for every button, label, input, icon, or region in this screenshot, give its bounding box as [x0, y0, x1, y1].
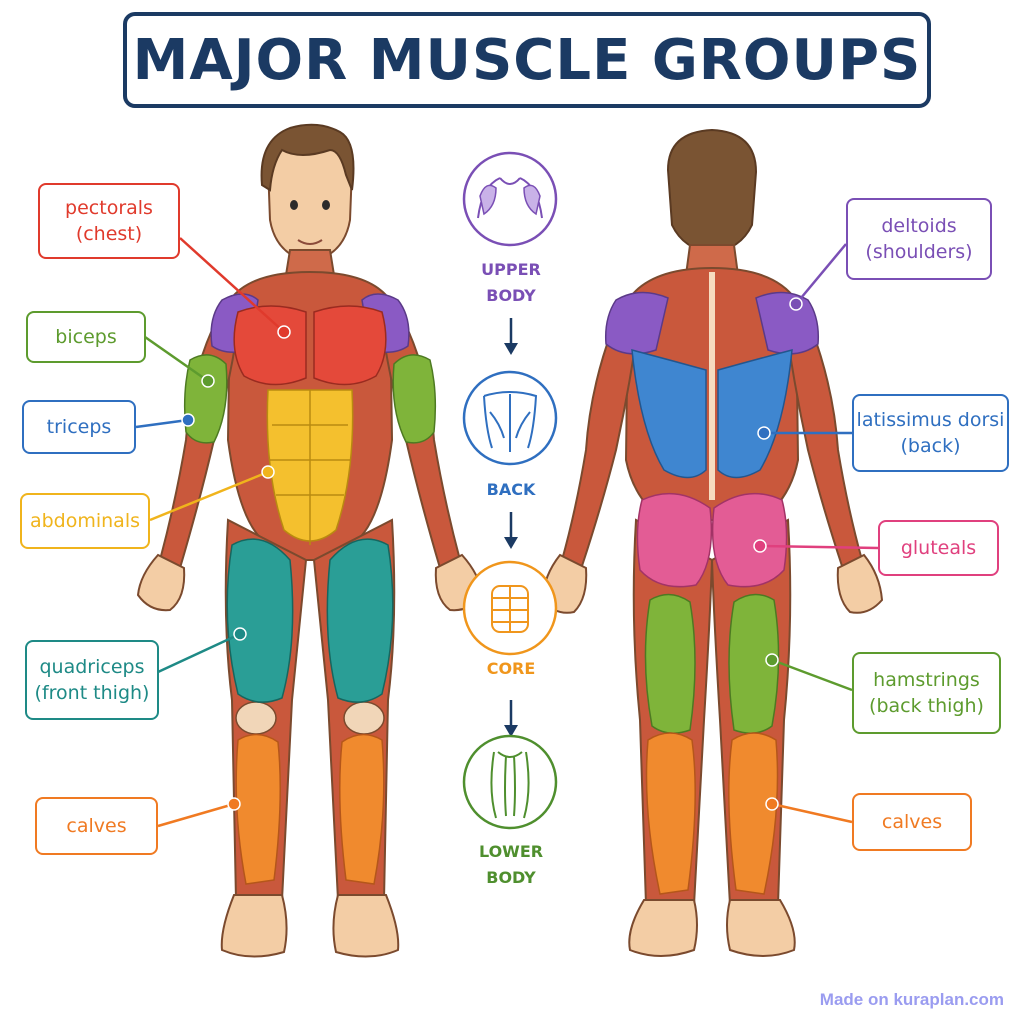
label-biceps: biceps — [26, 311, 146, 363]
flow-icons — [462, 151, 558, 830]
legs-icon — [462, 734, 558, 830]
label-text: gluteals — [900, 537, 977, 559]
flow-label-line: BACK — [486, 480, 536, 499]
calves-front-left — [235, 733, 281, 885]
label-deltoids: deltoids (shoulders) — [846, 198, 992, 280]
flow-label-line: BODY — [486, 868, 536, 887]
page-title: MAJOR MUSCLE GROUPS — [132, 27, 922, 93]
biceps-right — [392, 354, 437, 444]
label-subtext: (back) — [900, 435, 961, 457]
back-figure — [540, 128, 884, 957]
title-banner: MAJOR MUSCLE GROUPS — [123, 12, 931, 108]
arrow-down-icon — [504, 700, 518, 737]
arrow-down-icon — [504, 512, 518, 549]
label-text: triceps — [46, 416, 112, 438]
label-text: pectorals — [65, 197, 153, 219]
flow-label-line: UPPER — [481, 260, 541, 279]
label-latissimus: latissimus dorsi (back) — [852, 394, 1009, 472]
label-text: calves — [66, 815, 127, 837]
leader-lines — [135, 237, 879, 828]
gluteal-left — [636, 492, 713, 588]
latissimus-left — [631, 348, 707, 479]
label-calves-front: calves — [35, 797, 158, 855]
gluteal-right — [711, 492, 788, 588]
label-text: abdominals — [29, 510, 141, 532]
label-quadriceps: quadriceps (front thigh) — [25, 640, 159, 720]
label-subtext: (shoulders) — [865, 241, 973, 263]
hamstring-right — [728, 593, 780, 734]
label-calves-back: calves — [852, 793, 972, 851]
label-triceps: triceps — [22, 400, 136, 454]
pectoral-left — [233, 305, 307, 386]
flow-label-back: BACK — [451, 477, 571, 503]
shoulders-icon — [462, 151, 558, 247]
biceps-left — [183, 354, 228, 444]
label-abdominals: abdominals — [20, 493, 150, 549]
label-hamstrings: hamstrings (back thigh) — [852, 652, 1001, 734]
back-icon — [462, 370, 558, 466]
label-pectorals: pectorals (chest) — [38, 183, 180, 259]
quadriceps-right — [326, 538, 394, 703]
watermark-text: Made on kuraplan.com — [819, 990, 1004, 1009]
label-text: biceps — [55, 326, 117, 348]
label-text: latissimus dorsi — [856, 409, 1005, 431]
flow-label-upper-body: UPPER BODY — [451, 257, 571, 309]
flow-label-line: CORE — [486, 659, 536, 678]
pectoral-right — [313, 305, 387, 386]
calves-back-left — [645, 732, 696, 895]
hamstring-left — [644, 593, 696, 734]
flow-label-lower-body: LOWER BODY — [451, 839, 571, 891]
abs-icon — [462, 560, 558, 656]
label-text: deltoids — [881, 215, 957, 237]
latissimus-right — [717, 348, 793, 479]
label-text: hamstrings — [873, 669, 980, 691]
flow-label-line: LOWER — [478, 842, 544, 861]
label-text: quadriceps — [39, 656, 145, 678]
label-subtext: (chest) — [75, 223, 143, 245]
flow-label-line: BODY — [486, 286, 536, 305]
flow-label-core: CORE — [451, 656, 571, 682]
front-figure — [136, 123, 484, 958]
label-subtext: (back thigh) — [869, 695, 984, 717]
arrow-down-icon — [504, 318, 518, 355]
calves-front-right — [339, 733, 385, 885]
label-gluteals: gluteals — [878, 520, 999, 576]
label-text: calves — [881, 811, 943, 833]
label-subtext: (front thigh) — [34, 682, 150, 704]
quadriceps-left — [226, 538, 294, 703]
